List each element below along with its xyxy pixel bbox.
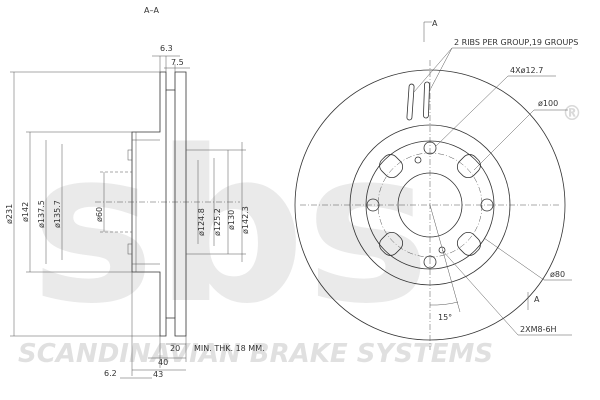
leader-threads — [441, 249, 519, 336]
bolt-hole-left — [366, 198, 380, 212]
dim-40: 40 — [158, 358, 168, 367]
watermark-tagline: SCANDINAVIAN BRAKE SYSTEMS — [18, 339, 493, 369]
callout-holes: 4Xø12.7 — [510, 66, 543, 75]
callout-threads: 2XM8-6H — [520, 325, 557, 334]
callout-angle: 15° — [438, 313, 452, 322]
dim-d137-5: ø137.5 — [37, 200, 46, 228]
dim-20: 20 — [170, 344, 180, 353]
callout-pcd: ø100 — [538, 99, 558, 108]
dim-7-5: 7.5 — [171, 58, 184, 67]
callout-ribs: 2 RIBS PER GROUP,19 GROUPS — [454, 38, 578, 47]
watermark: sbs ® SCANDINAVIAN BRAKE SYSTEMS — [18, 101, 582, 369]
front-view: A A 2 RIBS PER GROUP,19 GROUPS 4Xø12.7 ø… — [294, 19, 578, 350]
slot-1 — [379, 154, 404, 179]
leader-ribs-a — [429, 47, 453, 91]
watermark-registered: ® — [562, 101, 582, 125]
dim-43: 43 — [153, 370, 163, 379]
dim-d60: ø60 — [95, 207, 104, 222]
slot-3 — [456, 231, 481, 256]
slot-2 — [456, 154, 481, 179]
section-label: A–A — [144, 6, 159, 15]
dim-d124-8: ø124.8 — [197, 208, 206, 236]
hub-notch-top — [127, 149, 133, 161]
callout-d80: ø80 — [550, 270, 565, 279]
rib-2 — [423, 81, 430, 119]
dim-d142-3: ø142.3 — [241, 206, 250, 234]
dim-d142: ø142 — [21, 202, 30, 222]
rib-1 — [406, 83, 415, 121]
dim-6-3: 6.3 — [160, 44, 173, 53]
watermark-logo: sbs — [30, 105, 430, 350]
leader-d80 — [483, 237, 545, 281]
dim-d125-2: ø125.2 — [213, 208, 222, 236]
section-view: A–A 6.3 7.5 ø231 ø142 ø137.5 ø135 — [5, 6, 265, 379]
dim-d231: ø231 — [5, 204, 14, 224]
hub-slots — [379, 154, 481, 256]
bolt-hole-top — [423, 141, 437, 155]
bolt-hole-right — [480, 198, 494, 212]
angle-arc — [429, 301, 459, 306]
dim-d135-7: ø135.7 — [53, 200, 62, 228]
section-mark-bottom: A — [534, 295, 540, 304]
section-mark-top: A — [432, 19, 438, 28]
slot-4 — [379, 231, 404, 256]
angle-ref-line — [429, 204, 461, 313]
leader-holes — [435, 75, 509, 147]
min-thickness-note: MIN. THK. 18 MM. — [194, 344, 265, 353]
dim-6-2: 6.2 — [104, 369, 117, 378]
hub-notch-bottom — [127, 243, 133, 255]
thread-hole-1 — [414, 156, 422, 164]
dim-d130: ø130 — [227, 210, 236, 230]
leader-ribs-b — [413, 47, 453, 93]
leader-pcd — [473, 109, 535, 171]
bolt-hole-bottom — [423, 255, 437, 269]
